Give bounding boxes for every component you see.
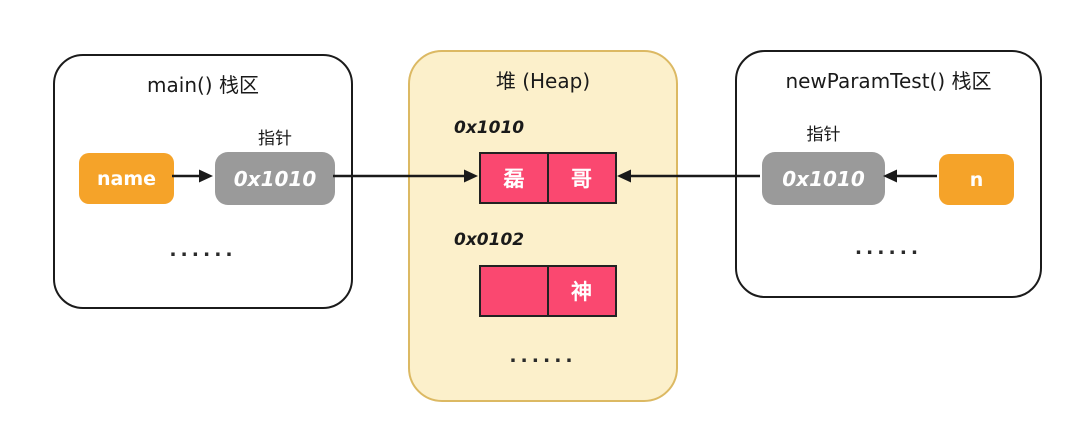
main-stack-title: main() 栈区 <box>147 73 259 97</box>
heap-title: 堆 (Heap) <box>495 69 591 93</box>
heap-address-label: 0x1010 <box>454 118 525 138</box>
heap-cell: 神 <box>546 265 617 317</box>
ellipsis: ...... <box>854 237 923 259</box>
heap-cell: 哥 <box>546 152 617 204</box>
pointer-label: 指针 <box>258 129 292 149</box>
heap-panel: 堆 (Heap) 0x1010 磊 哥 0x0102 神 ...... <box>408 50 678 402</box>
ellipsis: ...... <box>509 345 577 367</box>
heap-address-label: 0x0102 <box>454 230 525 250</box>
variable-box-name: name <box>79 153 174 204</box>
pointer-address-box-newparamtest: 0x1010 <box>762 152 885 205</box>
pointer-label: 指针 <box>806 125 841 145</box>
heap-cell <box>479 265 549 317</box>
variable-box-n: n <box>939 154 1014 205</box>
heap-cells-row: 神 <box>479 265 617 317</box>
pointer-address-box-main: 0x1010 <box>215 152 335 205</box>
main-stack-panel: main() 栈区 指针 name 0x1010 ...... <box>53 54 353 309</box>
ellipsis: ...... <box>169 239 237 261</box>
newparamtest-stack-panel: newParamTest() 栈区 指针 0x1010 n ...... <box>735 50 1042 298</box>
heap-cells-row: 磊 哥 <box>479 152 617 204</box>
newparamtest-stack-title: newParamTest() 栈区 <box>785 69 992 93</box>
heap-cell: 磊 <box>479 152 549 204</box>
